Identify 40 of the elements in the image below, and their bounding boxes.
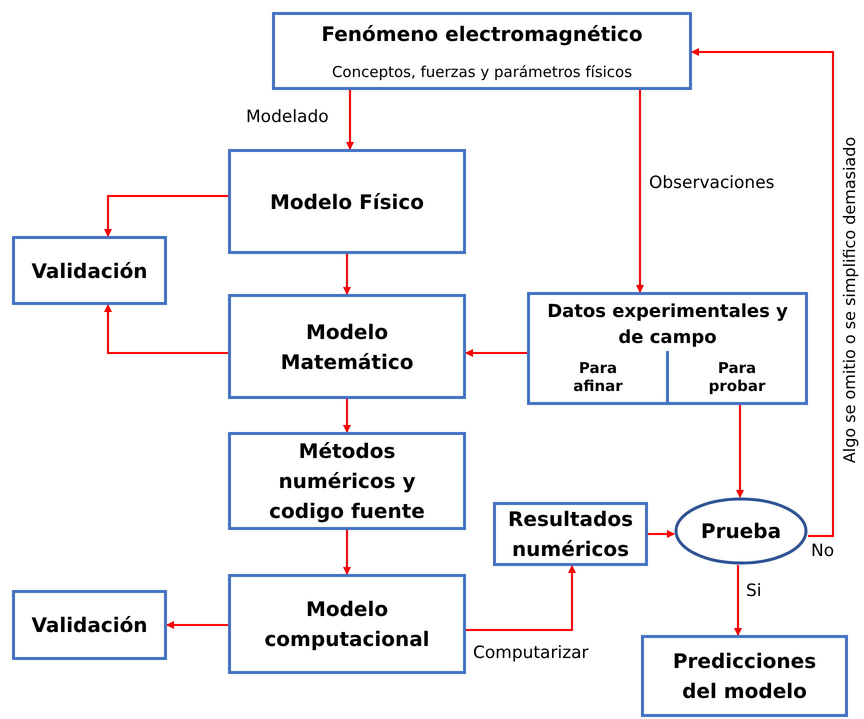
process-box — [272, 12, 692, 90]
arrow — [343, 530, 351, 575]
node-title: Validación — [31, 612, 148, 639]
node-title: Modelo Físico — [270, 188, 424, 216]
arrow — [466, 565, 576, 631]
vertical-note: Algo se omitio o se simplifico demasiado — [840, 136, 860, 466]
arrow — [734, 565, 742, 636]
arrow — [636, 90, 644, 293]
arrow — [343, 399, 351, 433]
process-box — [12, 236, 167, 305]
node-title: Predicciones del modelo — [672, 648, 818, 705]
node-title: Modelo computacional — [263, 596, 431, 653]
node-title: Modelo Matemático — [280, 318, 414, 376]
node-title: Validación — [31, 258, 148, 284]
node-subtitle: Conceptos, fuerzas y parámetros físicos — [332, 62, 632, 83]
arrow — [104, 195, 228, 237]
node-title: Fenómeno electromagnético — [321, 20, 643, 48]
arrow — [104, 304, 228, 354]
arrow — [166, 621, 228, 629]
process-box — [228, 574, 466, 674]
process-box — [493, 502, 648, 566]
arrow — [648, 530, 675, 538]
edge-label: Computarizar — [473, 642, 589, 664]
process-box — [12, 590, 167, 660]
process-box — [641, 635, 848, 717]
arrow — [346, 90, 354, 150]
arrow — [691, 48, 834, 537]
node-title: Métodos numéricos y codigo fuente — [268, 438, 426, 525]
node-title: Prueba — [700, 518, 782, 545]
process-box — [527, 292, 808, 405]
arrow — [465, 349, 527, 357]
process-box — [228, 149, 466, 254]
arrow — [736, 405, 744, 498]
process-box — [228, 432, 466, 530]
node-title: Resultados numéricos — [507, 506, 634, 563]
node-subtitle: Para probar — [708, 358, 766, 394]
node-title: Datos experimentales y de campo — [546, 300, 789, 350]
node-subtitle: Para afinar — [572, 358, 624, 394]
process-box — [228, 294, 466, 399]
arrow — [343, 254, 351, 295]
